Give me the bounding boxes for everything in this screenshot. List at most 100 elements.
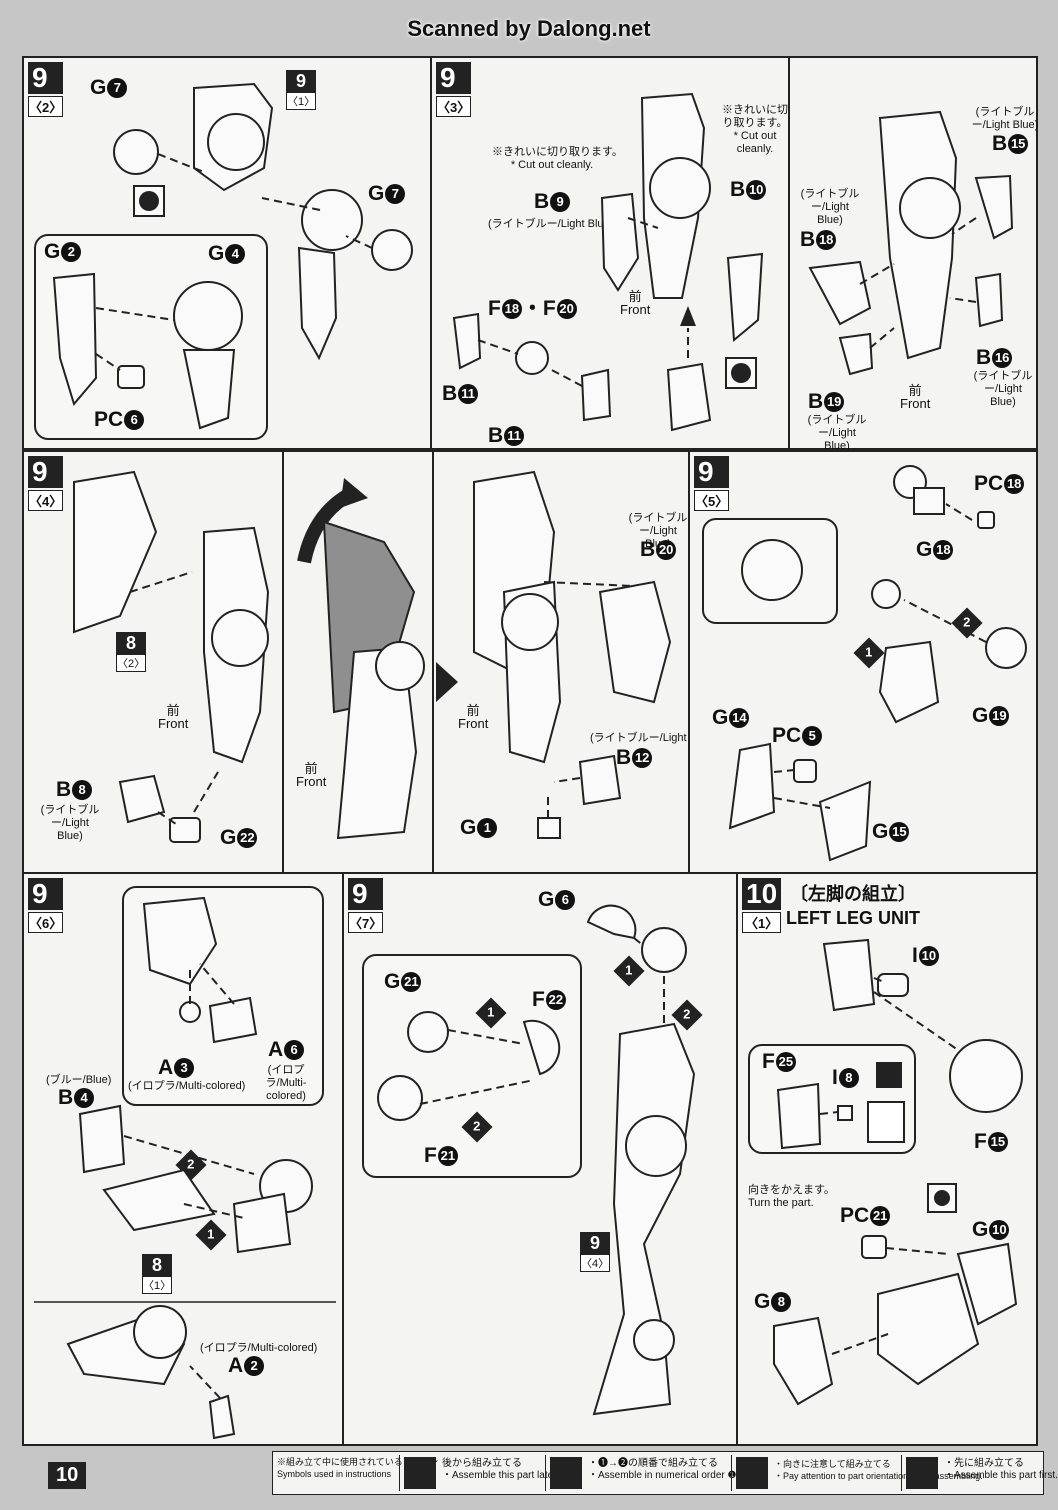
- scanner-credit: Scanned by Dalong.net: [407, 16, 651, 41]
- color-note-a3: (イロプラ/Multi-colored): [128, 1080, 246, 1092]
- ref-step: 8〈2〉: [116, 632, 147, 672]
- step-badge: 9〈7〉: [348, 878, 384, 933]
- cut-note-left: ※きれいに切り取ります。* Cut out cleanly.: [492, 146, 623, 171]
- sub-assembly-inset: [122, 886, 324, 1106]
- legend-item-later: 後から組み立てる・Assemble this part later.: [399, 1455, 559, 1491]
- ref-step: 8〈1〉: [142, 1254, 173, 1294]
- step-badge: 9〈4〉: [28, 456, 64, 511]
- ref-step: 9〈1〉: [286, 70, 317, 110]
- section-title-en: LEFT LEG UNIT: [786, 908, 920, 928]
- panel-step-9-3: 9〈3〉 ※きれいに切り取ります。* Cut out cleanly. ※きれい…: [430, 56, 790, 450]
- step-badge: 9〈2〉: [28, 62, 64, 117]
- assembly-illustration: [452, 92, 764, 432]
- warning-icon: [736, 1457, 768, 1489]
- assembly-illustration: [728, 465, 1027, 862]
- page-number: 10: [48, 1462, 87, 1489]
- color-note-b15: (ライトブルー/Light Blue): [971, 106, 1039, 131]
- assembly-illustration: [34, 896, 336, 1440]
- legend-item-first: ・先に組み立てる・Assemble this part first.: [901, 1455, 1058, 1491]
- assembly-illustration: [297, 478, 425, 840]
- color-note-b18: (ライトブルー/Light Blue): [800, 188, 860, 226]
- color-note-a6: (イロプラ/Multi-colored): [265, 1064, 307, 1102]
- assembly-illustration: [377, 904, 696, 1416]
- turn-note: 向きをかえます。Turn the part.: [748, 1184, 835, 1209]
- step-badge: 9〈6〉: [28, 878, 64, 933]
- assemble-later-icon: [404, 1457, 436, 1489]
- assemble-first-icon: [906, 1457, 938, 1489]
- assembly-illustration: [73, 470, 270, 843]
- color-note-a2: (イロプラ/Multi-colored): [200, 1342, 318, 1354]
- assembly-illustration: [773, 938, 1023, 1406]
- color-note-b19: (ライトブルー/Light Blue): [807, 414, 867, 452]
- assembly-illustration: [808, 110, 1014, 376]
- step-badge: 10〈1〉: [742, 878, 782, 933]
- color-note-b16: (ライトブルー/Light Blue): [973, 370, 1033, 408]
- step-badge: 9〈3〉: [436, 62, 472, 117]
- section-title-jp: 〔左脚の組立〕: [790, 884, 916, 904]
- assembly-illustration: [52, 82, 413, 430]
- color-note-b20: (ライトブルー/Light Blue): [628, 512, 688, 550]
- numerical-order-icon: [550, 1457, 582, 1489]
- step-badge: 9〈5〉: [694, 456, 730, 511]
- color-note-b9: (ライトブルー/Light Blue): [488, 218, 614, 230]
- assembly-illustration: [436, 470, 672, 839]
- color-note-b4: (ブルー/Blue): [46, 1074, 112, 1086]
- color-note-b12: (ライトブルー/Light Blue): [590, 732, 716, 744]
- cut-note-right: ※きれいに切り取ります。* Cut out cleanly.: [722, 104, 788, 155]
- legend-item-order: ・❶→❷の順番で組み立てる・Assemble in numerical orde…: [545, 1455, 757, 1491]
- legend-item-orientation: ・向きに注意して組み立てる・Pay attention to part orie…: [731, 1455, 983, 1491]
